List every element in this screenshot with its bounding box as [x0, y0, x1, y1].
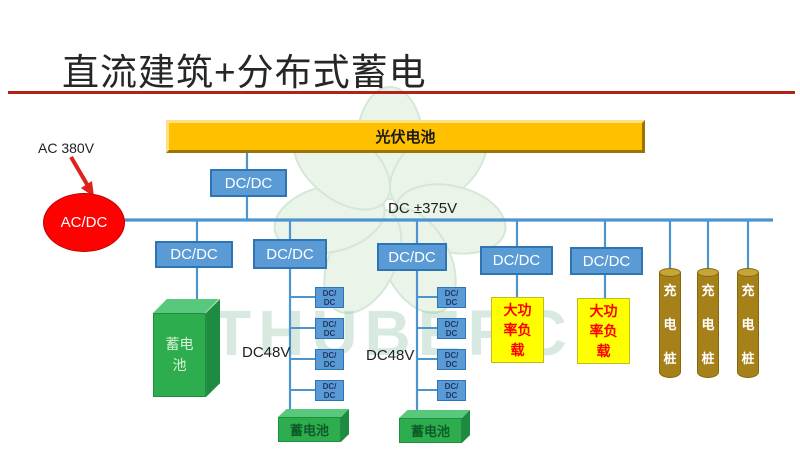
battery-label: 蓄电 池	[153, 313, 206, 397]
battery-3d-box: 蓄电池	[399, 410, 470, 443]
battery-side-face	[461, 410, 470, 443]
acdc-rectifier: AC/DC	[43, 193, 125, 252]
battery-label: 蓄电池	[278, 417, 341, 442]
ac-input-arrow	[69, 155, 94, 197]
charging-pile-label: 充 电 桩	[741, 283, 755, 366]
dcdc-converter-1: DC/DC	[155, 241, 233, 268]
ac-source-label: AC 380V	[38, 140, 95, 156]
dcdc-converter-4: DC/DC	[480, 246, 553, 275]
small-dcdc-converter: DC/DC	[315, 380, 344, 401]
chain2-voltage-label: DC48V	[366, 347, 415, 364]
battery-3d-box: 蓄电池	[278, 409, 349, 442]
small-dcdc-converter: DC/DC	[315, 318, 344, 339]
charging-pile-label: 充 电 桩	[701, 283, 715, 366]
pv-dcdc-converter: DC/DC	[210, 169, 287, 197]
battery-3d-box: 蓄电 池	[153, 299, 220, 397]
chain1-voltage-label: DC48V	[242, 344, 291, 361]
charging-pile-cylinder: 充 电 桩	[659, 268, 681, 378]
battery-top-face	[153, 299, 219, 313]
small-dcdc-converter: DC/DC	[315, 287, 344, 308]
battery-label: 蓄电池	[399, 418, 462, 443]
small-dcdc-converter: DC/DC	[437, 380, 466, 401]
dcdc-converter-2: DC/DC	[253, 239, 327, 269]
dcdc-converter-3: DC/DC	[377, 243, 447, 271]
small-dcdc-converter: DC/DC	[437, 349, 466, 370]
small-dcdc-converter: DC/DC	[437, 287, 466, 308]
page-title: 直流建筑+分布式蓄电	[62, 52, 427, 93]
small-dcdc-converter: DC/DC	[437, 318, 466, 339]
high-power-load-box: 大功 率负 载	[577, 298, 630, 364]
pv-array-bar: 光伏电池	[166, 120, 645, 153]
dcdc-converter-5: DC/DC	[570, 247, 643, 275]
dc-bus-label: DC ±375V	[388, 200, 458, 217]
battery-top-face	[278, 409, 349, 417]
charging-pile-cylinder: 充 电 桩	[737, 268, 759, 378]
battery-label-line1: 蓄电	[165, 336, 194, 352]
charging-pile-label: 充 电 桩	[663, 283, 677, 366]
small-dcdc-converter: DC/DC	[315, 349, 344, 370]
battery-top-face	[399, 410, 470, 418]
charging-pile-cylinder: 充 电 桩	[697, 268, 719, 378]
battery-side-face	[206, 299, 220, 397]
battery-side-face	[340, 409, 349, 442]
battery-label-line2: 池	[172, 357, 187, 373]
title-underline	[8, 91, 795, 94]
high-power-load-box: 大功 率负 载	[491, 297, 544, 363]
